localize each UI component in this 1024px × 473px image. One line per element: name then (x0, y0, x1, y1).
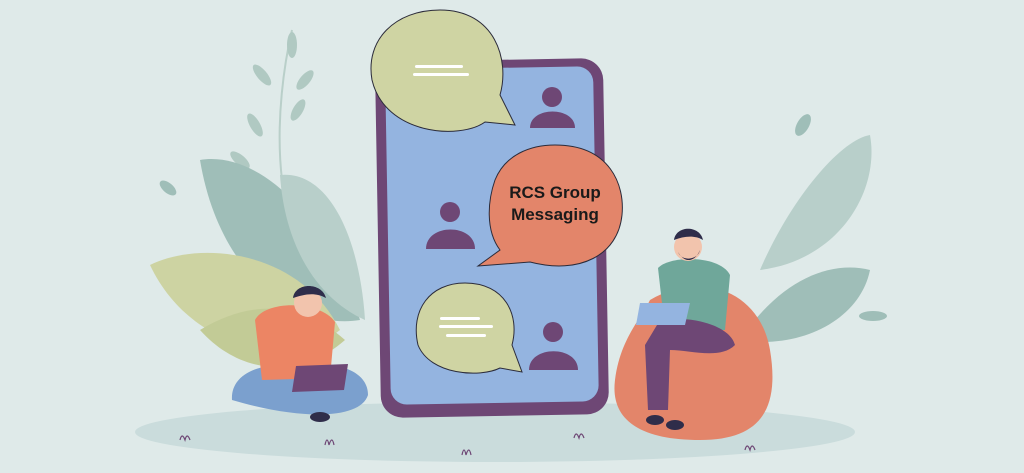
message-bubble-top (370, 9, 516, 132)
person-on-beanbag-right (614, 228, 773, 440)
grass-tufts (179, 433, 756, 456)
user-avatar-icon (529, 322, 578, 370)
message-bubble-rcs (476, 144, 623, 267)
user-avatar-icon (530, 87, 575, 128)
rcs-group-messaging-label: RCS Group Messaging (488, 182, 622, 226)
person-with-laptop-left (231, 286, 368, 422)
user-avatar-icon (426, 202, 475, 249)
message-bubble-bottom (415, 282, 523, 374)
bubble-text-line-2: Messaging (511, 205, 599, 224)
right-plant (740, 114, 887, 342)
bubble-text-line-1: RCS Group (509, 183, 601, 202)
